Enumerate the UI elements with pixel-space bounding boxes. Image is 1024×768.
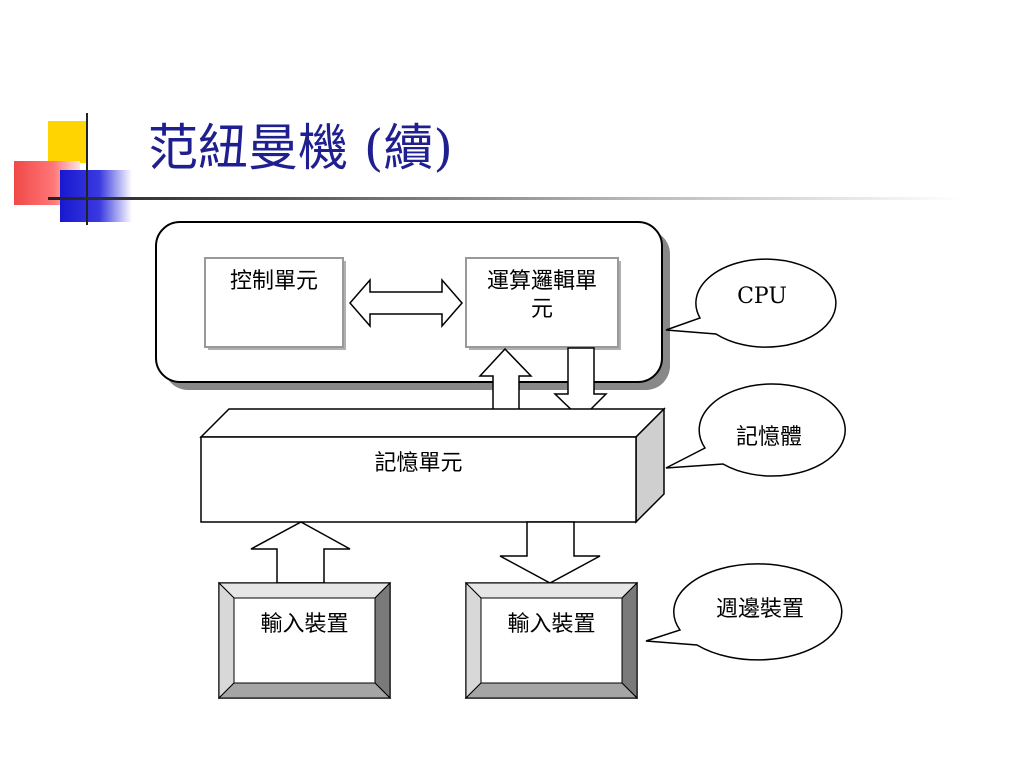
vertical-accent-line xyxy=(86,113,88,225)
arrow-down-to-output xyxy=(499,521,601,584)
control-unit-label: 控制單元 xyxy=(229,269,318,294)
cpu-callout-label: CPU xyxy=(737,284,787,309)
yellow-square xyxy=(48,121,88,163)
control-unit-box xyxy=(204,257,346,350)
input-device-left-box xyxy=(217,581,392,700)
alu-box xyxy=(465,257,621,350)
memory-unit-label: 記憶單元 xyxy=(374,451,463,476)
arrow-down-to-memory xyxy=(553,347,608,421)
input-device-right-box xyxy=(464,581,639,700)
bidirectional-arrow xyxy=(349,277,463,329)
input-device-left-label: 輸入裝置 xyxy=(260,612,349,637)
memory-callout-bubble xyxy=(665,383,846,477)
input-device-right-label: 輸入裝置 xyxy=(507,612,596,637)
peripheral-callout-label: 週邊裝置 xyxy=(716,597,805,622)
cpu-callout-bubble xyxy=(665,258,837,348)
memory-callout-label: 記憶體 xyxy=(735,425,802,450)
blue-square xyxy=(60,170,132,222)
memory-unit-box xyxy=(199,407,666,524)
arrow-up-from-input xyxy=(250,521,351,584)
page-title: 范紐曼機 (續) xyxy=(148,119,453,177)
alu-label: 運算邏輯單元 xyxy=(486,269,597,322)
peripheral-callout-bubble xyxy=(645,563,843,661)
title-underline xyxy=(48,197,963,200)
